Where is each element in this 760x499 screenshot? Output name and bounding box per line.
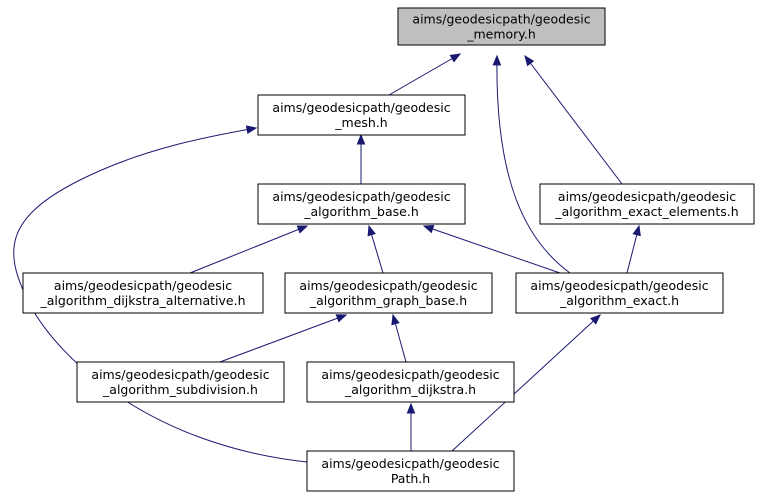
node-label-line1: aims/geodesicpath/geodesic	[272, 100, 450, 115]
node-dijkalt[interactable]: aims/geodesicpath/geodesic_algorithm_dij…	[22, 272, 264, 314]
node-box	[257, 94, 466, 136]
arrowhead	[367, 224, 376, 237]
edge-mesh-to-memory	[388, 53, 462, 96]
node-label-line1: aims/geodesicpath/geodesic	[321, 367, 499, 382]
arrowhead	[335, 314, 348, 323]
node-box	[22, 272, 264, 314]
node-label-line2: _algorithm_dijkstra_alternative.h	[40, 293, 246, 308]
arrowhead	[590, 314, 601, 325]
arrowhead	[422, 225, 435, 234]
node-graphbase[interactable]: aims/geodesicpath/geodesic_algorithm_gra…	[284, 272, 493, 314]
node-box	[306, 361, 515, 403]
arrowhead	[632, 224, 641, 237]
node-label-line1: aims/geodesicpath/geodesic	[558, 189, 736, 204]
edge-graphbase-to-algbase	[367, 224, 384, 274]
edge-line	[496, 55, 571, 274]
edge-line	[219, 314, 347, 363]
node-label-line2: _algorithm_dijkstra.h	[344, 382, 476, 397]
arrowhead	[296, 225, 309, 234]
arrowhead	[406, 402, 416, 414]
arrowhead	[391, 313, 400, 326]
node-box	[306, 450, 515, 492]
edge-line	[189, 225, 308, 274]
edge-exact-to-exactel	[626, 224, 641, 274]
edge-path-to-exact	[451, 314, 601, 452]
node-box	[284, 272, 493, 314]
node-label-line2: _algorithm_exact.h	[559, 293, 679, 308]
edge-dijkalt-to-algbase	[189, 225, 309, 274]
arrowhead	[245, 125, 258, 134]
node-label-line2: _algorithm_subdivision.h	[102, 382, 258, 397]
edge-path-to-mesh	[13, 125, 308, 463]
node-label-line2: _algorithm_exact_elements.h	[554, 204, 738, 219]
node-box	[397, 7, 606, 46]
edge-exact-to-memory	[492, 54, 571, 274]
edge-exact-to-algbase	[422, 225, 561, 274]
node-label-line1: aims/geodesicpath/geodesic	[54, 278, 232, 293]
nodes-layer: aims/geodesicpath/geodesic_memory.haims/…	[22, 7, 755, 492]
arrowhead	[356, 133, 366, 145]
arrowhead	[492, 54, 502, 66]
edge-line	[451, 314, 601, 452]
node-dijkstra[interactable]: aims/geodesicpath/geodesic_algorithm_dij…	[306, 361, 515, 403]
edges-layer	[13, 53, 641, 463]
edge-line	[13, 127, 308, 463]
edge-path-to-dijkstra	[406, 402, 416, 451]
node-exactel[interactable]: aims/geodesicpath/geodesic_algorithm_exa…	[539, 183, 755, 225]
arrowhead	[449, 53, 462, 63]
node-label-line1: aims/geodesicpath/geodesic	[91, 367, 269, 382]
node-label-line1: aims/geodesicpath/geodesic	[321, 456, 499, 471]
arrowhead	[524, 54, 535, 67]
edge-line	[388, 53, 461, 96]
node-label-line1: aims/geodesicpath/geodesic	[412, 12, 590, 27]
edge-line	[423, 225, 561, 274]
edge-algbase-to-mesh	[356, 133, 366, 184]
edge-dijkstra-to-graphbase	[391, 313, 407, 363]
edge-subdiv-to-graphbase	[219, 314, 348, 363]
node-box	[76, 361, 285, 403]
edge-exactel-to-memory	[524, 54, 623, 185]
node-memory: aims/geodesicpath/geodesic_memory.h	[397, 7, 606, 46]
node-exact[interactable]: aims/geodesicpath/geodesic_algorithm_exa…	[515, 272, 724, 314]
node-box	[515, 272, 724, 314]
node-label-line1: aims/geodesicpath/geodesic	[272, 189, 450, 204]
node-subdiv[interactable]: aims/geodesicpath/geodesic_algorithm_sub…	[76, 361, 285, 403]
node-box	[539, 183, 755, 225]
edge-line	[524, 55, 623, 185]
node-label-line2: _algorithm_base.h	[303, 204, 419, 219]
node-label-line2: _mesh.h	[334, 115, 387, 130]
node-label-line2: _algorithm_graph_base.h	[309, 293, 467, 308]
node-label-line2: _memory.h	[466, 27, 536, 42]
node-algbase[interactable]: aims/geodesicpath/geodesic_algorithm_bas…	[257, 183, 466, 225]
node-box	[257, 183, 466, 225]
node-label-line1: aims/geodesicpath/geodesic	[530, 278, 708, 293]
node-label-line1: aims/geodesicpath/geodesic	[299, 278, 477, 293]
node-mesh[interactable]: aims/geodesicpath/geodesic_mesh.h	[257, 94, 466, 136]
node-label-line2: Path.h	[391, 471, 430, 486]
